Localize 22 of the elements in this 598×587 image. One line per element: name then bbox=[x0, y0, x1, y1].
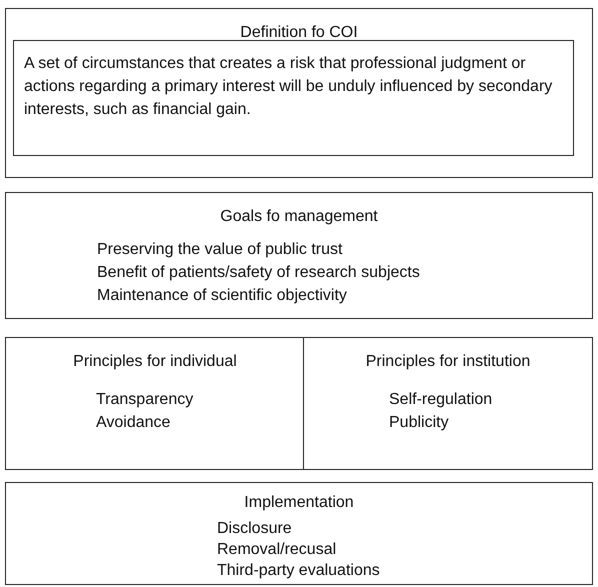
box-heading: Principles for individual bbox=[72, 352, 238, 372]
list-item: Avoidance bbox=[96, 413, 170, 433]
list-item: Benefit of patients/safety of research subjects bbox=[97, 263, 420, 283]
definition-text: A set of circumstances that creates a risk that professional judgment or actions regarding a primary interest will be unduly influenced by secondary interests, such as financial gain. bbox=[24, 54, 554, 120]
list-item: Maintenance of scientific objectivity bbox=[97, 286, 347, 306]
text-box bbox=[5, 482, 593, 585]
box-heading: Implementation bbox=[243, 493, 355, 513]
box-heading: Goals fo management bbox=[219, 207, 379, 227]
definition-box bbox=[13, 40, 574, 156]
box-heading: Principles for institution bbox=[364, 352, 532, 372]
box-heading: Definition fo COI bbox=[239, 23, 359, 43]
list-item: Publicity bbox=[389, 413, 449, 433]
list-item: Third-party evaluations bbox=[217, 561, 380, 581]
text-box bbox=[5, 192, 593, 319]
list-item: Transparency bbox=[96, 390, 194, 410]
text-box bbox=[5, 8, 593, 178]
list-item: Self-regulation bbox=[389, 390, 492, 410]
text-box bbox=[5, 337, 305, 470]
list-item: Disclosure bbox=[217, 519, 292, 539]
list-item: Removal/recusal bbox=[217, 540, 336, 560]
text-box bbox=[303, 337, 593, 470]
list-item: Preserving the value of public trust bbox=[97, 240, 342, 260]
